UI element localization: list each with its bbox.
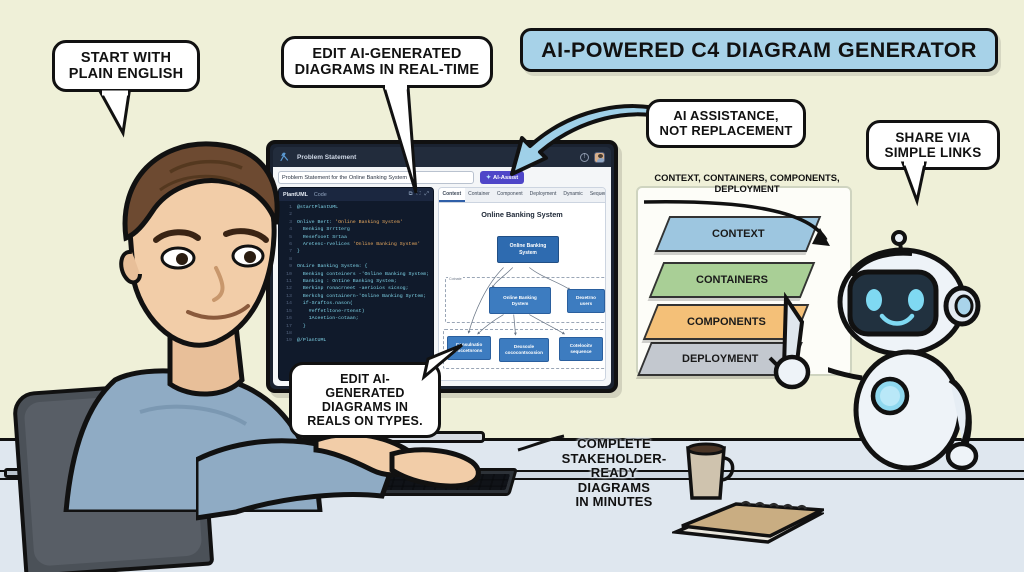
problem-statement-input[interactable]: Problem Statement for the Online Banking… xyxy=(278,171,474,184)
code-line: 18 xyxy=(286,330,292,336)
code-line: 6 Aretenc-rvelices 'Online Banking Syste… xyxy=(289,242,421,248)
code-line: 17 } xyxy=(286,323,306,329)
title-banner-text: AI-POWERED C4 DIAGRAM GENERATOR xyxy=(541,37,977,62)
expand-icon[interactable]: ⤢ xyxy=(424,191,429,197)
layer-label: DEPLOYMENT xyxy=(681,353,759,365)
diagram-tab-context[interactable]: Context xyxy=(439,188,465,202)
app-body: Problem Statement for the Online Banking… xyxy=(273,167,611,386)
title-banner: AI-POWERED C4 DIAGRAM GENERATOR xyxy=(520,28,998,72)
app-title: Problem Statement xyxy=(297,153,357,161)
diagram-canvas[interactable]: Online Banking System Cotnate xyxy=(439,203,605,380)
diagram-edges xyxy=(467,267,571,336)
diagram-tab-dynamic[interactable]: Dynamic xyxy=(563,191,583,197)
code-line: 7} xyxy=(289,249,300,255)
notebook xyxy=(672,500,824,544)
code-line: 19@/PlantUML xyxy=(286,338,327,344)
diagram-boundary-label: Cotnate xyxy=(448,277,463,281)
topbar-actions: ! xyxy=(580,151,605,163)
diagram-boundary-outer: Cotnate xyxy=(445,277,605,323)
monitor-screen: Problem Statement ! Problem Statement fo… xyxy=(273,147,611,386)
code-line: 15 #effetltone-rtenst) xyxy=(286,308,365,314)
layer-label: COMPONENTS xyxy=(686,316,766,328)
prompt-row: Problem Statement for the Online Banking… xyxy=(273,167,611,187)
code-line: 11 Banking : Ontine Banking System; xyxy=(286,279,397,285)
stakeholder-leader-line xyxy=(517,434,565,452)
code-line: 14 if-Sraftos.nason( xyxy=(286,301,353,307)
code-line: 16 1Aceetion-cotaan; xyxy=(286,316,359,322)
attention-arrow xyxy=(510,104,666,176)
code-tab-plantuml[interactable]: PlantUML xyxy=(283,191,308,198)
help-icon[interactable]: ! xyxy=(580,152,589,162)
code-line: 8 xyxy=(289,256,292,262)
robot-assistant xyxy=(828,230,981,471)
code-tab-code[interactable]: Code xyxy=(313,191,327,198)
code-line: 5 Resefooet Srtaa xyxy=(289,234,347,240)
robot-pen-hand xyxy=(768,292,811,390)
diagram-title: Online Banking System xyxy=(481,210,563,219)
code-panel-icons: ⧉ ⛶ ⤢ xyxy=(409,191,429,198)
code-line: 10 Benking conteiners -'Online Banking S… xyxy=(286,271,430,277)
layer-label: CONTAINERS xyxy=(696,274,768,286)
diagram-boundary-inner xyxy=(443,329,605,369)
diagram-tab-component[interactable]: Component xyxy=(496,191,523,197)
copy-icon[interactable]: ⧉ xyxy=(408,191,413,197)
callout-ai-assistance-text: AI ASSISTANCE,NOT REPLACEMENT xyxy=(659,108,793,138)
layer-stack-caption: CONTEXT, CONTAINERS, COMPONENTS,DEPLOYME… xyxy=(654,172,840,195)
ai-assist-label: AI-Assist xyxy=(493,174,519,181)
code-panel-header: PlantUML Code ⧉ ⛶ ⤢ xyxy=(279,188,433,201)
fullscreen-icon[interactable]: ⛶ xyxy=(416,191,421,197)
code-line: 12 Berkinp ronacrneet -aerioios sicsog; xyxy=(286,286,409,292)
coffee-mug xyxy=(686,440,735,500)
code-line: 2 xyxy=(289,212,292,218)
app-logo-icon xyxy=(280,152,289,162)
diagram-tab-container[interactable]: Container xyxy=(468,191,490,197)
diagram-tab-deployment[interactable]: Deployment xyxy=(529,191,557,197)
code-line: 13 Berkchg containern-'Online Banking Sy… xyxy=(286,293,427,299)
callout-ai-assistance: AI ASSISTANCE,NOT REPLACEMENT xyxy=(646,99,806,149)
diagram-tab-sequence[interactable]: Sequence xyxy=(589,191,605,197)
user-avatar-icon[interactable] xyxy=(594,151,605,163)
code-line: 1@startPlantUML xyxy=(289,205,339,210)
code-line: 4 Benking Srrtterg xyxy=(289,227,350,233)
sparkle-icon: ✦ xyxy=(486,175,492,181)
computer-monitor: Problem Statement ! Problem Statement fo… xyxy=(266,140,618,393)
share-leader-line xyxy=(643,200,830,246)
